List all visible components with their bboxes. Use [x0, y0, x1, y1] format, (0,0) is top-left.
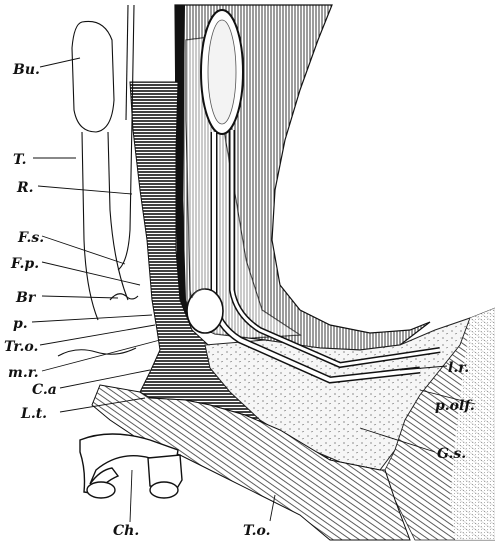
label-gs: G.s. — [437, 446, 466, 462]
label-polf: p.olf. — [435, 398, 475, 414]
label-lt: L.t. — [20, 406, 47, 422]
schematic-outline — [58, 5, 138, 356]
label-ca: C.a — [32, 382, 57, 398]
label-br: Br — [15, 290, 37, 306]
label-t: T. — [13, 152, 27, 168]
label-r: R. — [16, 180, 34, 196]
label-bu: Bu. — [12, 62, 40, 78]
label-fs: F.s. — [17, 230, 44, 246]
label-p: p. — [13, 316, 28, 332]
label-to: T.o. — [243, 523, 270, 539]
label-tro: Tr.o. — [4, 339, 38, 355]
label-fp: F.p. — [10, 256, 39, 272]
label-ch: Ch. — [113, 523, 139, 539]
label-lr: l.r. — [448, 360, 469, 376]
label-mr: m.r. — [8, 365, 39, 381]
